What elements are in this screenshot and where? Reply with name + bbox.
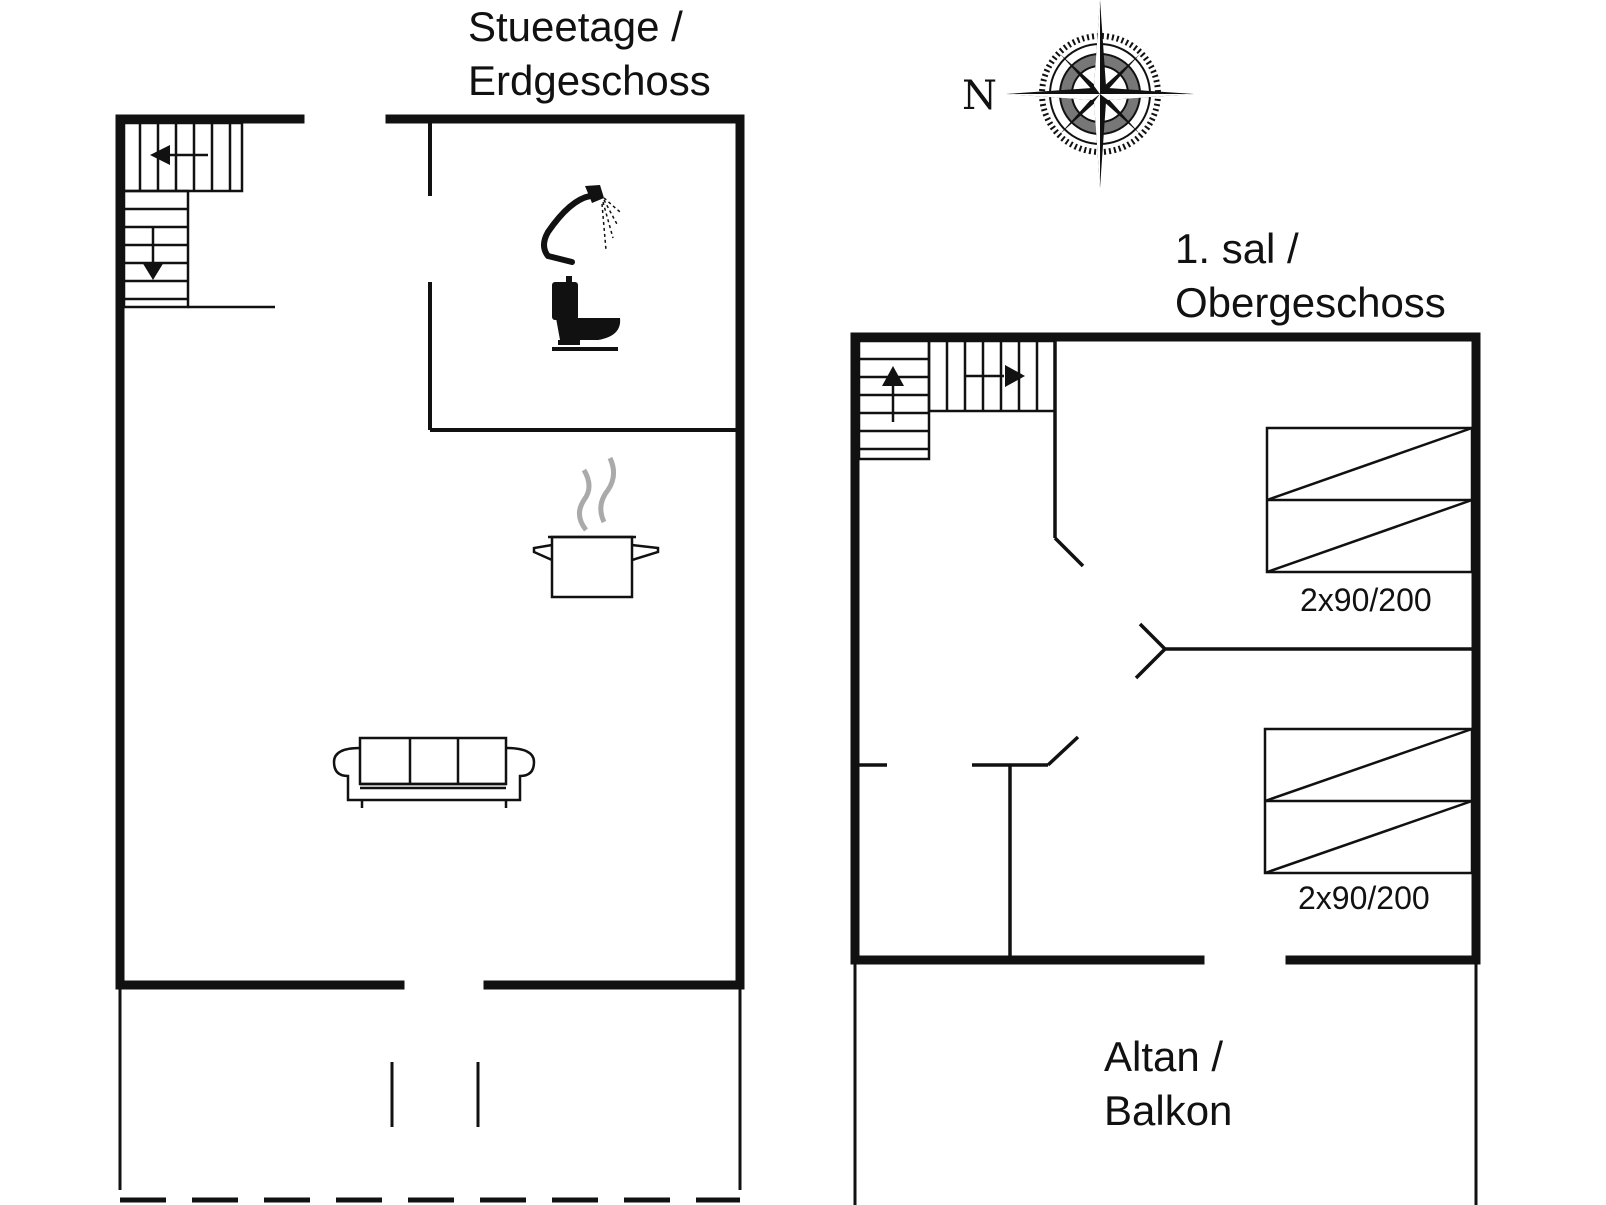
balcony-outline <box>853 960 1478 1205</box>
stairs-icon <box>857 339 1057 461</box>
upper-floor-interior-walls <box>859 341 1476 956</box>
bed-icon <box>1265 426 1474 574</box>
ground-floor-title-line2: Erdgeschoss <box>468 57 711 104</box>
terrace-outline <box>118 985 742 1190</box>
ground-floor-outer-walls <box>115 114 745 990</box>
upper-floor-plan <box>850 332 1481 1205</box>
stairs-arrow-up-icon <box>882 366 904 386</box>
bathroom-walls <box>428 119 740 432</box>
shower-icon <box>541 185 621 265</box>
toilet-icon <box>552 276 621 351</box>
stairs-arrow-right-icon <box>1005 365 1025 387</box>
compass-north-label: N <box>962 73 997 119</box>
sofa-icon <box>332 736 536 808</box>
balcony-label-line1: Altan / <box>1104 1033 1224 1080</box>
stairs-icon <box>122 121 275 309</box>
stairs-arrow-left-icon <box>150 145 170 165</box>
balcony-label-line2: Balkon <box>1104 1087 1233 1134</box>
upper-floor-title-line1: 1. sal / <box>1175 225 1299 272</box>
compass-rose-icon <box>1006 0 1194 188</box>
stairs-arrow-down-icon <box>142 262 164 280</box>
bed-icon <box>1263 727 1474 875</box>
upper-floor-title-line2: Obergeschoss <box>1175 279 1446 326</box>
bed-top-size-label: 2x90/200 <box>1300 582 1432 618</box>
cooking-pot-icon <box>532 456 660 599</box>
ground-floor-plan <box>115 114 745 1203</box>
bed-bottom-size-label: 2x90/200 <box>1298 880 1430 916</box>
ground-floor-title-line1: Stueetage / <box>468 3 683 50</box>
